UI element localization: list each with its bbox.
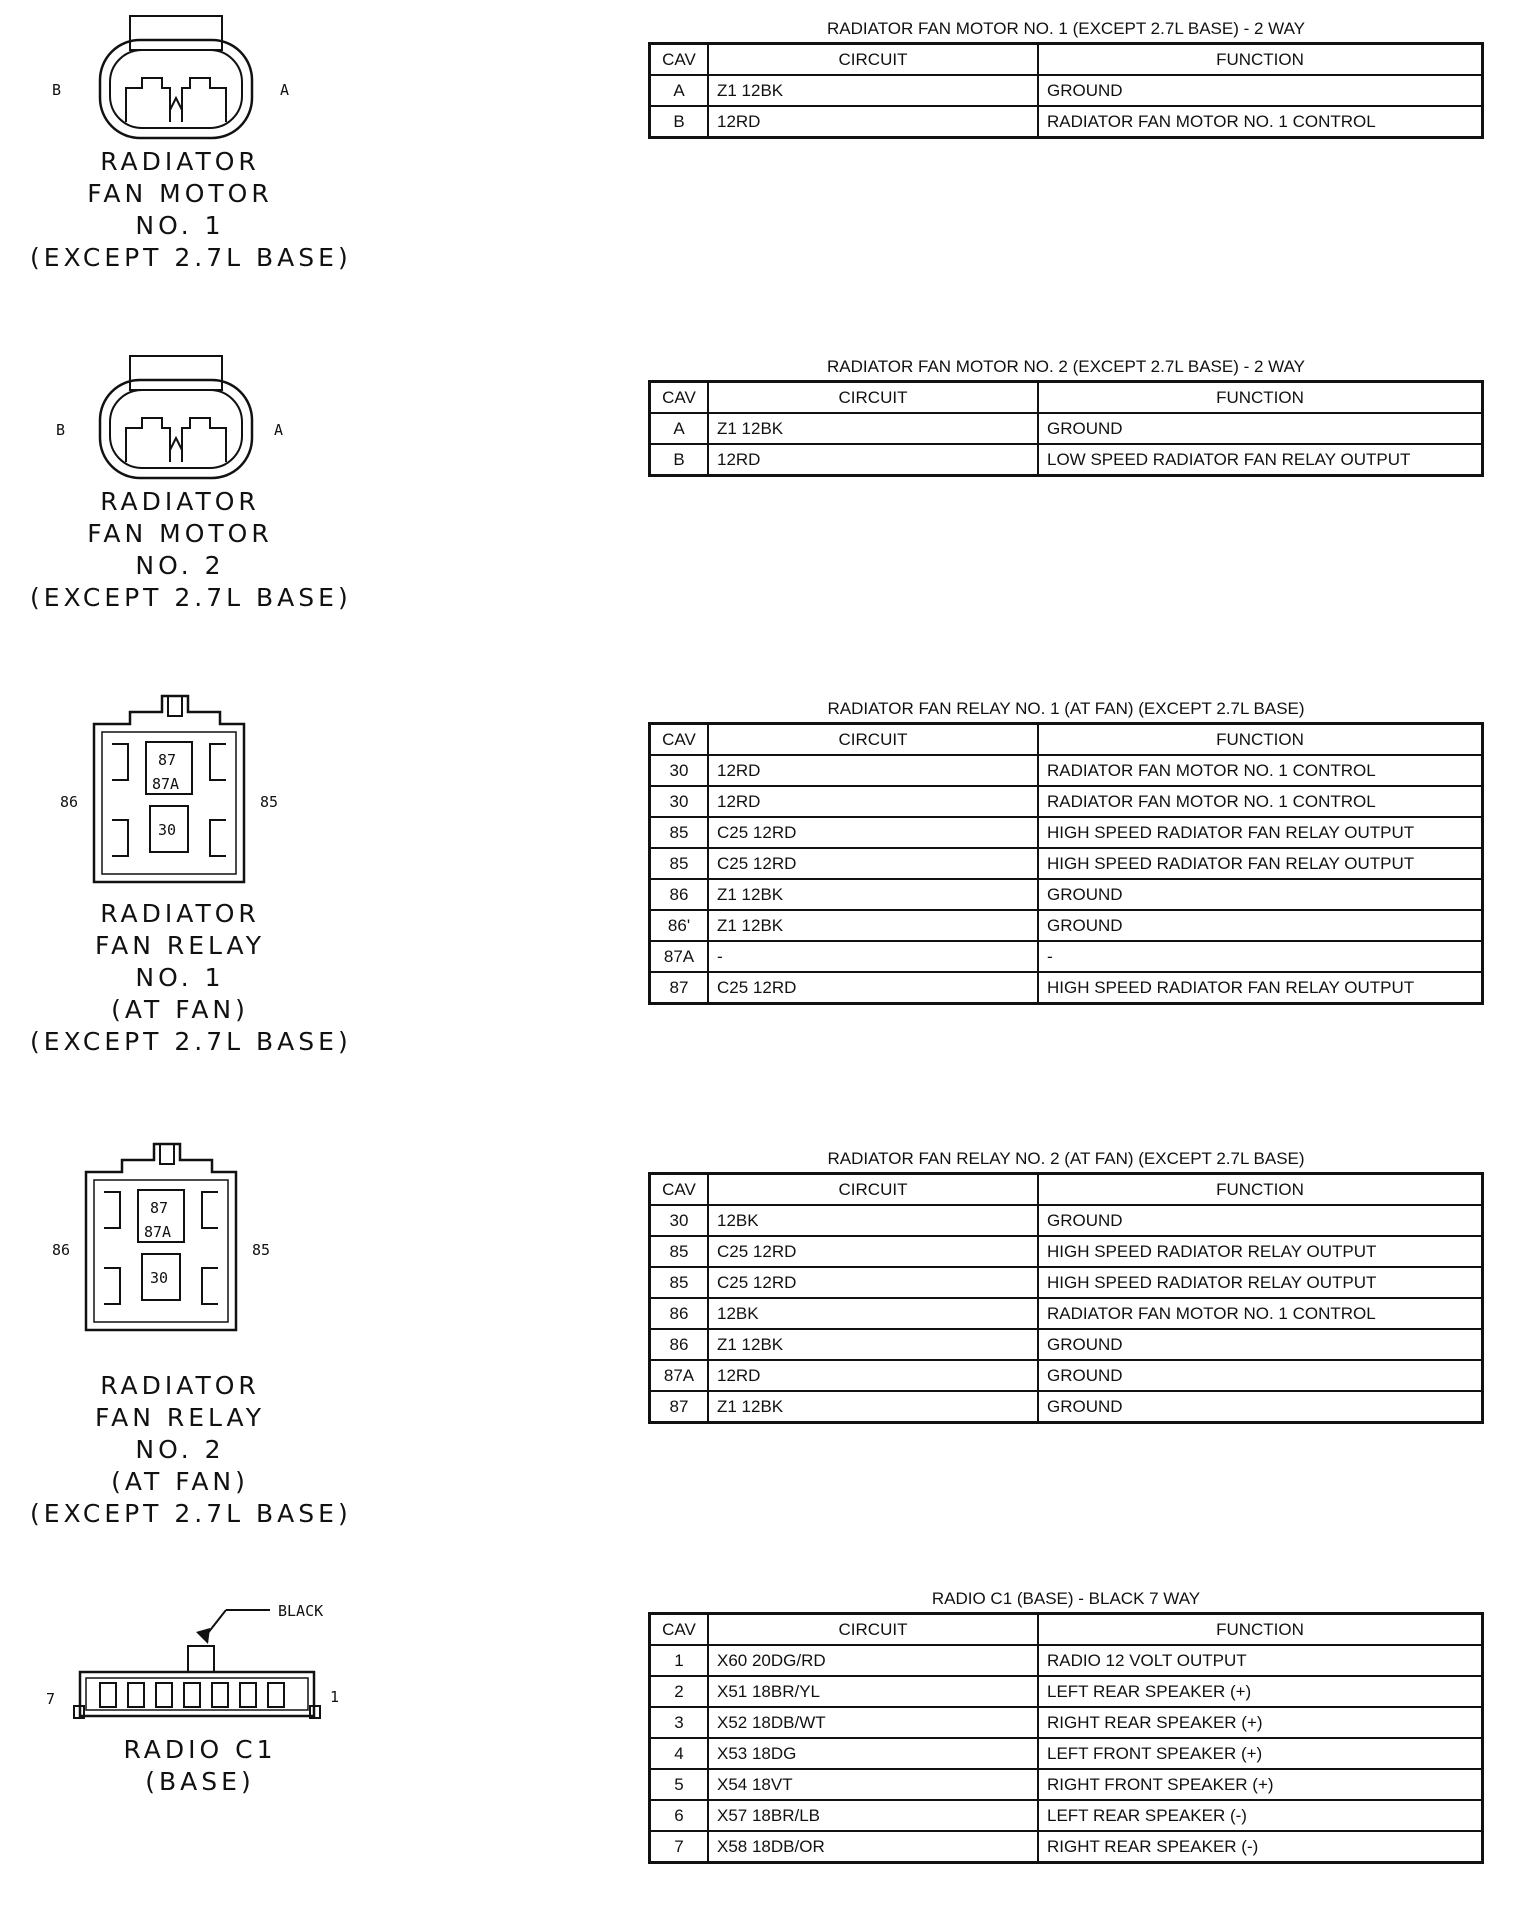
relay-connector-icon: 86 85 87 87A 30 [60, 694, 278, 884]
pin-label-86: 86 [52, 1241, 70, 1259]
connector-diagram-fan-relay-2: 86 85 87 87A 30 RADIATOR FAN RELAY NO. 2… [30, 1140, 348, 1528]
connector-diagram-radio-c1: BLACK 7 1 RADIO C1 (BASE) [30, 1574, 339, 1796]
table-header-row: CAV CIRCUIT FUNCTION [648, 1612, 1484, 1646]
pinout-table: CAV CIRCUIT FUNCTION A Z1 12BK GROUND B … [648, 380, 1484, 477]
pin-label-30: 30 [158, 821, 176, 839]
two-way-connector-icon: B A [52, 15, 289, 140]
pinout-table-block: RADIATOR FAN RELAY NO. 2 (AT FAN) (EXCEP… [648, 1146, 1484, 1424]
pinout-table-block: RADIATOR FAN MOTOR NO. 1 (EXCEPT 2.7L BA… [648, 16, 1484, 139]
connector-label: RADIATOR FAN MOTOR NO. 1 (EXCEPT 2.7L BA… [30, 147, 352, 272]
seven-way-connector-icon: BLACK 7 1 [46, 1602, 339, 1719]
pin-label-86: 86 [60, 793, 78, 811]
connector-label: RADIO C1 (BASE) [123, 1735, 277, 1796]
pin-label-85: 85 [252, 1241, 270, 1259]
pin-label-87a: 87A [144, 1223, 171, 1241]
table-row: B 12RD RADIATOR FAN MOTOR NO. 1 CONTROL [648, 105, 1484, 139]
pin-label-30: 30 [150, 1269, 168, 1287]
table-title: RADIO C1 (BASE) - BLACK 7 WAY [931, 1589, 1201, 1608]
pin-label-7: 7 [46, 1690, 55, 1708]
table-title: RADIATOR FAN MOTOR NO. 2 (EXCEPT 2.7L BA… [827, 357, 1305, 376]
connector-diagram-fan-relay-1: 86 85 87 87A 30 RADIATOR FAN RELAY NO. 1… [30, 692, 348, 1056]
connector-diagram-fan-motor-1: B A RADIATOR FAN MOTOR NO. 1 (EXCEPT 2.7… [30, 10, 348, 272]
pinout-table-block: RADIO C1 (BASE) - BLACK 7 WAY CAV CIRCUI… [648, 1586, 1484, 1864]
table-header-row: CAV CIRCUIT FUNCTION [648, 42, 1484, 76]
table-header-row: CAV CIRCUIT FUNCTION [648, 722, 1484, 756]
pinout-table-block: RADIATOR FAN RELAY NO. 1 (AT FAN) (EXCEP… [648, 696, 1484, 1005]
pin-label-1: 1 [330, 1688, 339, 1706]
pin-label-85: 85 [260, 793, 278, 811]
pin-label-a: A [274, 421, 283, 439]
connector-label: RADIATOR FAN RELAY NO. 2 (AT FAN) (EXCEP… [30, 1371, 352, 1528]
table-title: RADIATOR FAN MOTOR NO. 1 (EXCEPT 2.7L BA… [827, 19, 1305, 38]
two-way-connector-icon: B A [56, 355, 283, 480]
table-row: 87A-- [648, 940, 1484, 973]
table-title: RADIATOR FAN RELAY NO. 1 (AT FAN) (EXCEP… [827, 699, 1305, 718]
pin-label-b: B [52, 81, 61, 99]
table-row: A Z1 12BK GROUND [648, 74, 1484, 107]
pin-label-87a: 87A [152, 775, 179, 793]
table-header-row: CAV CIRCUIT FUNCTION [648, 1172, 1484, 1206]
pin-label-a: A [280, 81, 289, 99]
pin-label-b: B [56, 421, 65, 439]
connector-label: RADIATOR FAN RELAY NO. 1 (AT FAN) (EXCEP… [30, 899, 352, 1056]
pin-label-87: 87 [158, 751, 176, 769]
connector-diagram-fan-motor-2: B A RADIATOR FAN MOTOR NO. 2 (EXCEPT 2.7… [30, 350, 348, 612]
wire-color-label: BLACK [278, 1602, 323, 1620]
pinout-table: CAV CIRCUIT FUNCTION A Z1 12BK GROUND B … [648, 42, 1484, 139]
table-row: A Z1 12BK GROUND [648, 412, 1484, 445]
pinout-table-block: RADIATOR FAN MOTOR NO. 2 (EXCEPT 2.7L BA… [648, 354, 1484, 477]
relay-connector-icon: 86 85 87 87A 30 [52, 1142, 270, 1332]
connector-label: RADIATOR FAN MOTOR NO. 2 (EXCEPT 2.7L BA… [30, 487, 352, 612]
table-row: B 12RD LOW SPEED RADIATOR FAN RELAY OUTP… [648, 443, 1484, 477]
pin-label-87: 87 [150, 1199, 168, 1217]
table-header-row: CAV CIRCUIT FUNCTION [648, 380, 1484, 414]
table-title: RADIATOR FAN RELAY NO. 2 (AT FAN) (EXCEP… [827, 1149, 1305, 1168]
